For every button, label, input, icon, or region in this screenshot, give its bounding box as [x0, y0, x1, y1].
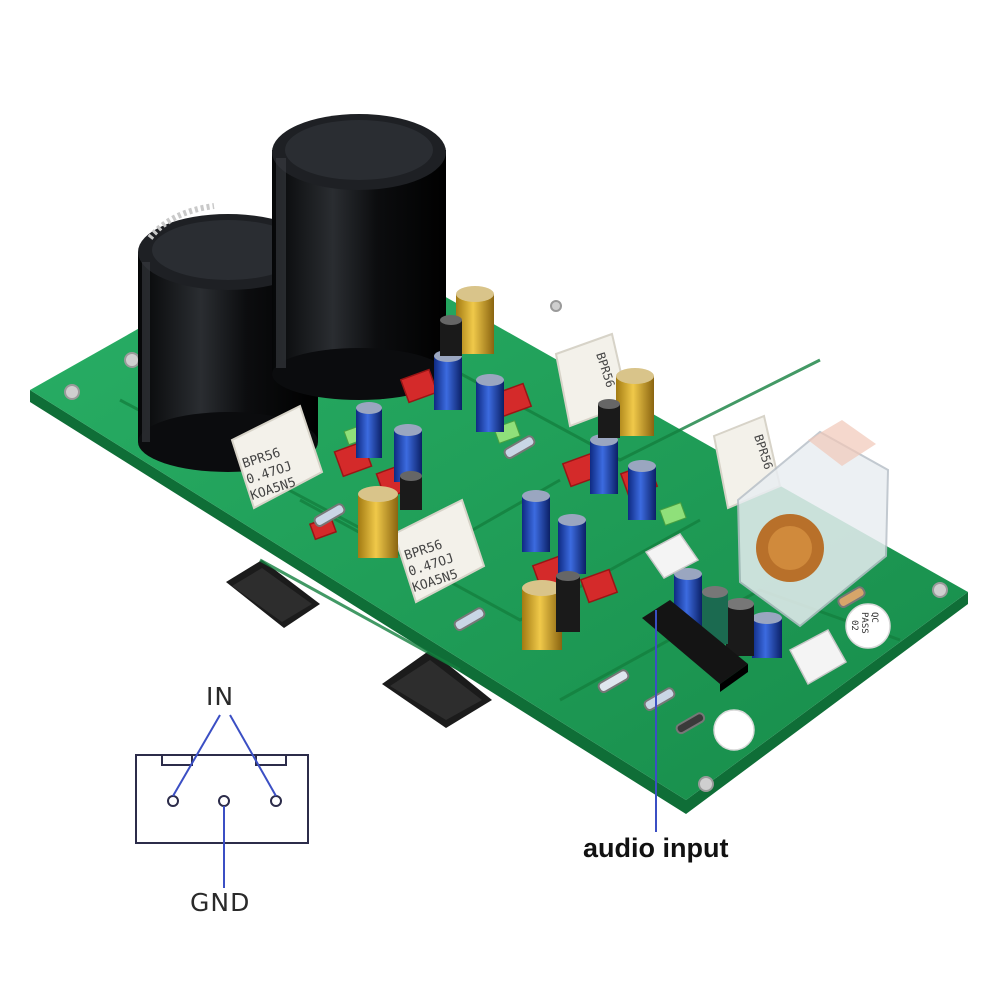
pin-center — [218, 795, 230, 807]
ic-chip — [642, 600, 748, 692]
mounting-holes — [64, 300, 948, 792]
qc-pass-sticker: QC PASS 02 — [845, 603, 891, 649]
connector-outline — [135, 754, 309, 844]
qc-text-2: PASS — [859, 612, 869, 634]
pin-right — [270, 795, 282, 807]
gold-electrolytic-capacitors — [358, 286, 654, 650]
transistor-tab-left — [226, 560, 320, 628]
connector-key-left — [161, 754, 193, 766]
cement-resistor-2: BPR56 0.47OJ KOA5N5 — [392, 498, 486, 604]
white-connectors — [644, 533, 848, 686]
connector-key-right — [255, 754, 287, 766]
black-electrolytic-capacitors — [400, 315, 754, 656]
protection-relay — [736, 420, 890, 628]
qc-text-1: QC — [869, 612, 879, 623]
pin-left — [167, 795, 179, 807]
qc-text-3: 02 — [849, 620, 859, 631]
transistor-tab-right — [382, 650, 492, 728]
blue-electrolytic-capacitors — [356, 350, 782, 658]
audio-input-label: audio input — [583, 833, 729, 863]
connector-diagram — [135, 714, 309, 888]
connector-in-label: IN — [206, 682, 235, 711]
filter-capacitor-right — [272, 114, 446, 400]
connector-gnd-label: GND — [190, 888, 251, 917]
inspection-sticker — [713, 709, 755, 751]
